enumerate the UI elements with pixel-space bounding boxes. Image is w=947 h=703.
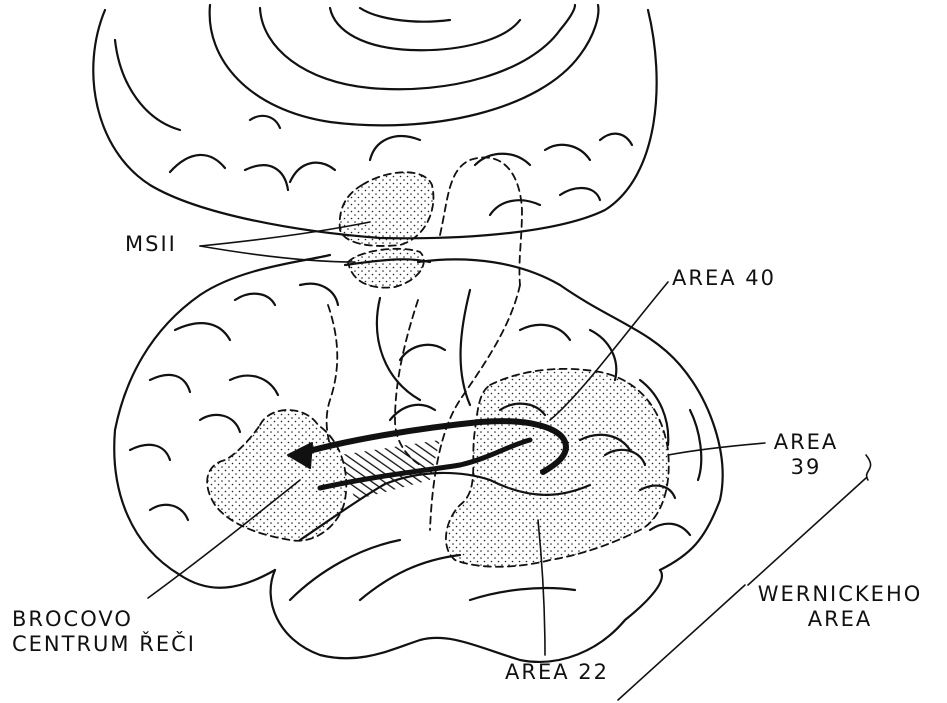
area-39-label-line1: AREA: [766, 430, 846, 455]
broca-area-label: BROCOVO CENTRUM ŘEČI: [12, 607, 196, 657]
area-39-label-line2: 39: [766, 455, 846, 480]
broca-area-label-line2: CENTRUM ŘEČI: [12, 632, 196, 657]
area-22-label: AREA 22: [505, 660, 609, 685]
wernicke-area-label: WERNICKEHO AREA: [750, 582, 930, 632]
stippled-regions: [207, 157, 669, 566]
dashed-pathway-left: [327, 305, 338, 445]
wernicke-region: [446, 369, 669, 567]
broca-area-label-line1: BROCOVO: [12, 607, 196, 632]
area-39-label: AREA 39: [766, 430, 846, 480]
broca-area-region: [207, 410, 346, 541]
msii-region-lower: [348, 249, 424, 288]
wernicke-area-label-line1: WERNICKEHO: [750, 582, 930, 607]
area-40-label: AREA 40: [672, 266, 776, 291]
msii-label: MSII: [125, 232, 177, 257]
wernicke-area-label-line2: AREA: [750, 607, 930, 632]
msii-region-upper: [340, 172, 434, 246]
